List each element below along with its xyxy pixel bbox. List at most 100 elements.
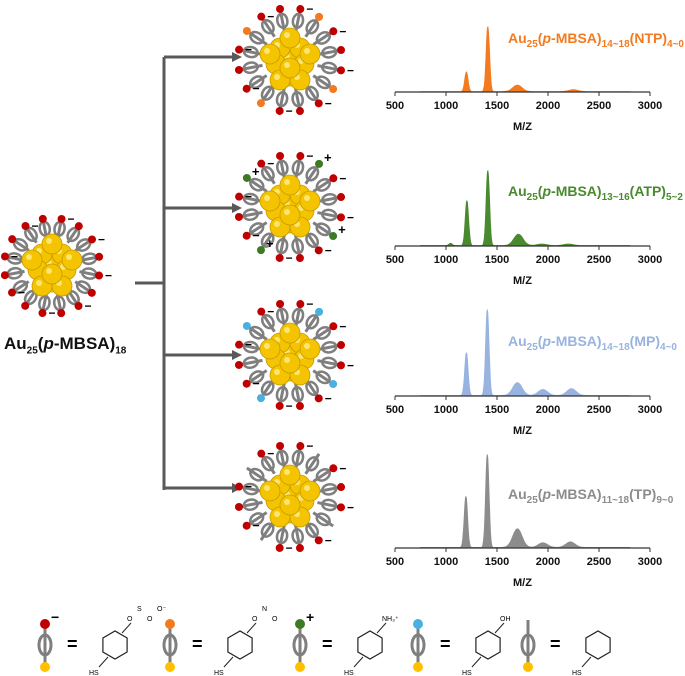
thiol-sulfur-icon xyxy=(523,662,533,672)
charge-minus-icon: − xyxy=(253,82,260,96)
label-open: ( xyxy=(537,486,543,502)
charge-minus-icon: − xyxy=(306,2,313,16)
benzene-ring-icon xyxy=(249,30,265,45)
functional-group-label: O xyxy=(272,616,278,623)
charge-minus-icon: − xyxy=(245,338,252,352)
gold-atom-icon xyxy=(259,338,281,360)
benzene-ring-icon xyxy=(315,370,331,385)
ligand-end-icon xyxy=(337,483,346,492)
gold-highlight xyxy=(304,343,310,349)
gold-atom-icon xyxy=(279,494,301,516)
charge-minus-icon: − xyxy=(245,480,252,494)
benzene-ring-icon xyxy=(291,238,304,255)
ligand-end-icon xyxy=(295,107,304,116)
thiol-sulfur-icon xyxy=(295,662,305,672)
label-sub: 25 xyxy=(526,494,538,506)
gold-highlight xyxy=(264,485,270,491)
ligand-end-icon xyxy=(314,99,323,108)
label-sub: 13~16 xyxy=(601,191,630,203)
charge-plus: + xyxy=(266,236,274,251)
charge-minus-icon: − xyxy=(18,286,25,300)
x-tick-label: 2500 xyxy=(587,556,611,568)
x-tick-label: 3000 xyxy=(638,404,662,416)
label-sub: 4~0 xyxy=(667,38,684,50)
label-ligand: -MBSA) xyxy=(551,333,602,349)
functional-group-label: OH xyxy=(500,616,511,623)
benzene-ring-icon xyxy=(248,370,265,385)
label-sub: 18 xyxy=(115,345,127,357)
benzene-ring-icon xyxy=(249,467,265,482)
ligand-end-icon xyxy=(296,152,305,161)
ligand-end-icon xyxy=(329,464,338,473)
ligand-end-icon xyxy=(234,212,243,221)
ligand-end-icon xyxy=(276,441,285,450)
gold-highlight xyxy=(26,254,32,260)
ligand-end-icon xyxy=(242,321,251,330)
ligand-end-icon xyxy=(413,619,423,629)
gold-atom-icon xyxy=(259,190,281,212)
ligand-end-icon xyxy=(276,299,285,308)
label-open: ( xyxy=(537,333,543,349)
gold-atom-icon xyxy=(279,464,301,486)
ligand-end-icon xyxy=(257,449,266,458)
x-tick-label: 1500 xyxy=(485,404,509,416)
benzene-ring-icon xyxy=(315,512,331,527)
charge-plus: + xyxy=(252,164,260,179)
ligand-end-icon xyxy=(242,379,251,388)
benzene-ring-icon xyxy=(249,177,265,192)
charge-plus: + xyxy=(324,150,332,165)
equals-sign: = xyxy=(192,634,203,654)
x-tick-label: 3000 xyxy=(638,556,662,568)
ligand-end-icon xyxy=(329,232,338,241)
charge-minus-icon: − xyxy=(31,219,38,233)
charge-minus-icon: − xyxy=(253,377,260,391)
functional-group-label: O xyxy=(252,616,258,623)
ligand-end-icon xyxy=(256,99,265,108)
benzene-ring-icon xyxy=(291,528,304,545)
label-ligand: -MBSA) xyxy=(551,30,602,46)
sh-group-label: HS xyxy=(89,670,99,676)
benzene-ring-icon xyxy=(291,159,305,176)
benzene-ring-icon xyxy=(242,340,259,354)
charge-minus-icon: − xyxy=(325,96,332,110)
ligand-end-icon xyxy=(234,65,243,74)
benzene-ring-icon xyxy=(305,456,320,472)
benzene-ring-icon xyxy=(305,85,320,102)
x-tick-label: 2000 xyxy=(536,556,560,568)
ligand-end-icon xyxy=(295,544,304,553)
charge-minus-icon: − xyxy=(245,190,252,204)
benzene-ring-icon xyxy=(315,30,332,45)
ligand-end-icon xyxy=(256,394,265,403)
x-tick-label: 500 xyxy=(386,254,404,266)
ligand-end-icon xyxy=(336,66,345,75)
gold-highlight xyxy=(284,499,290,505)
spectrum-trace xyxy=(420,170,631,247)
benzene-ring-icon xyxy=(305,522,320,539)
gold-atom-icon xyxy=(279,322,301,344)
ligand-end-icon xyxy=(235,482,244,491)
benzene-ring-icon xyxy=(37,633,53,657)
benzene-ring-icon xyxy=(275,528,289,545)
ligand-end-icon xyxy=(276,4,285,13)
charge-sign: + xyxy=(306,609,314,625)
benzene-ring-icon xyxy=(260,313,275,330)
charge-minus-icon: − xyxy=(339,461,346,475)
x-tick-label: 3000 xyxy=(638,254,662,266)
benzene-ring-icon xyxy=(315,222,331,237)
charge-minus-icon: − xyxy=(306,297,313,311)
benzene-ring-icon xyxy=(260,232,275,248)
benzene-ring-icon xyxy=(321,61,338,75)
gold-atom-icon xyxy=(279,174,301,196)
benzene-ring-icon xyxy=(260,165,275,182)
spectrum-trace xyxy=(420,309,631,397)
charge-minus-icon: − xyxy=(253,229,260,243)
gold-highlight xyxy=(304,48,310,54)
benzene-ring-icon xyxy=(305,314,320,330)
arrowhead-icon xyxy=(232,52,242,62)
ligand-end-icon xyxy=(296,442,305,451)
charge-sign: − xyxy=(51,609,59,625)
ligand-end-icon xyxy=(295,619,305,629)
